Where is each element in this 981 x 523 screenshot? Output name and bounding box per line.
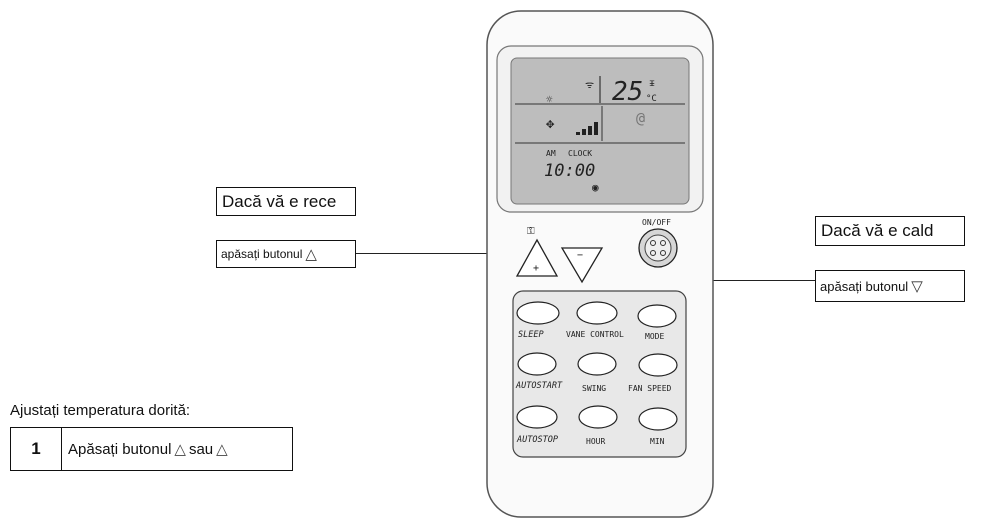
warning-triangle-icon: △	[305, 246, 317, 263]
display-time: 10:00	[544, 161, 595, 181]
sleep-label: SLEEP	[518, 330, 544, 340]
mode-button[interactable]	[637, 304, 677, 328]
down-triangle-icon: ▽	[911, 278, 923, 295]
autostop-button[interactable]	[516, 405, 558, 429]
fan-speed-bars-icon	[576, 122, 598, 135]
display-unit: °C	[646, 94, 657, 104]
cold-callout-instruction: apăsați butonul △	[216, 240, 356, 268]
fan-speed-button[interactable]	[638, 353, 678, 377]
min-label: MIN	[650, 437, 665, 446]
lcd-display: ☼ ᯤ 25 ᵻ °C ✥ @ AM CLOCK 10:00 ◉	[510, 57, 690, 205]
display-temperature: 25	[612, 77, 643, 107]
min-button[interactable]	[638, 407, 678, 431]
step-text: Apăsați butonul △ sau △	[68, 440, 228, 459]
fan-icon: ✥	[546, 116, 555, 132]
hour-button[interactable]	[578, 405, 618, 429]
thermometer-icon: ᵻ	[649, 78, 655, 89]
swirl-icon: @	[636, 109, 645, 127]
swing-label: SWING	[582, 384, 606, 393]
cold-callout-title: Dacă vă e rece	[216, 187, 356, 216]
warning-triangle-icon: △	[174, 441, 186, 458]
child-lock-icon: ⚿	[527, 226, 535, 237]
step-number: 1	[11, 428, 62, 470]
mode-label: MODE	[645, 332, 664, 341]
sun-icon: ☼	[546, 93, 553, 106]
remote-control: ☼ ᯤ 25 ᵻ °C ✥ @ AM CLOCK 10:00 ◉ ⚿ + − O…	[486, 10, 714, 518]
autostart-button[interactable]	[517, 352, 557, 376]
fan-speed-label: FAN SPEED	[628, 384, 672, 393]
step-row: 1 Apăsați butonul △ sau △	[10, 427, 293, 471]
svg-text:+: +	[533, 263, 539, 274]
display-clock-label: CLOCK	[568, 149, 592, 158]
warm-callout-title: Dacă vă e cald	[815, 216, 965, 246]
swing-button[interactable]	[577, 352, 617, 376]
hour-label: HOUR	[586, 437, 605, 446]
warm-callout-instruction: apăsați butonul ▽	[815, 270, 965, 302]
signal-icon: ᯤ	[585, 80, 594, 91]
svg-text:−: −	[577, 250, 583, 261]
temp-up-button[interactable]: +	[515, 238, 559, 277]
temp-down-button[interactable]: −	[560, 247, 604, 284]
autostart-label: AUTOSTART	[515, 381, 563, 391]
on-off-button[interactable]	[638, 228, 678, 268]
on-off-label: ON/OFF	[642, 218, 671, 227]
autostop-label: AUTOSTOP	[516, 435, 558, 445]
sleep-button[interactable]	[516, 301, 560, 325]
instructions-heading: Ajustați temperatura dorită:	[10, 402, 191, 419]
vane-control-button[interactable]	[576, 301, 618, 325]
cold-leader-line	[356, 253, 526, 254]
vane-control-label: VANE CONTROL	[566, 330, 624, 339]
warning-triangle-icon: △	[216, 441, 228, 458]
eye-icon: ◉	[592, 181, 599, 194]
display-am: AM	[546, 149, 556, 158]
